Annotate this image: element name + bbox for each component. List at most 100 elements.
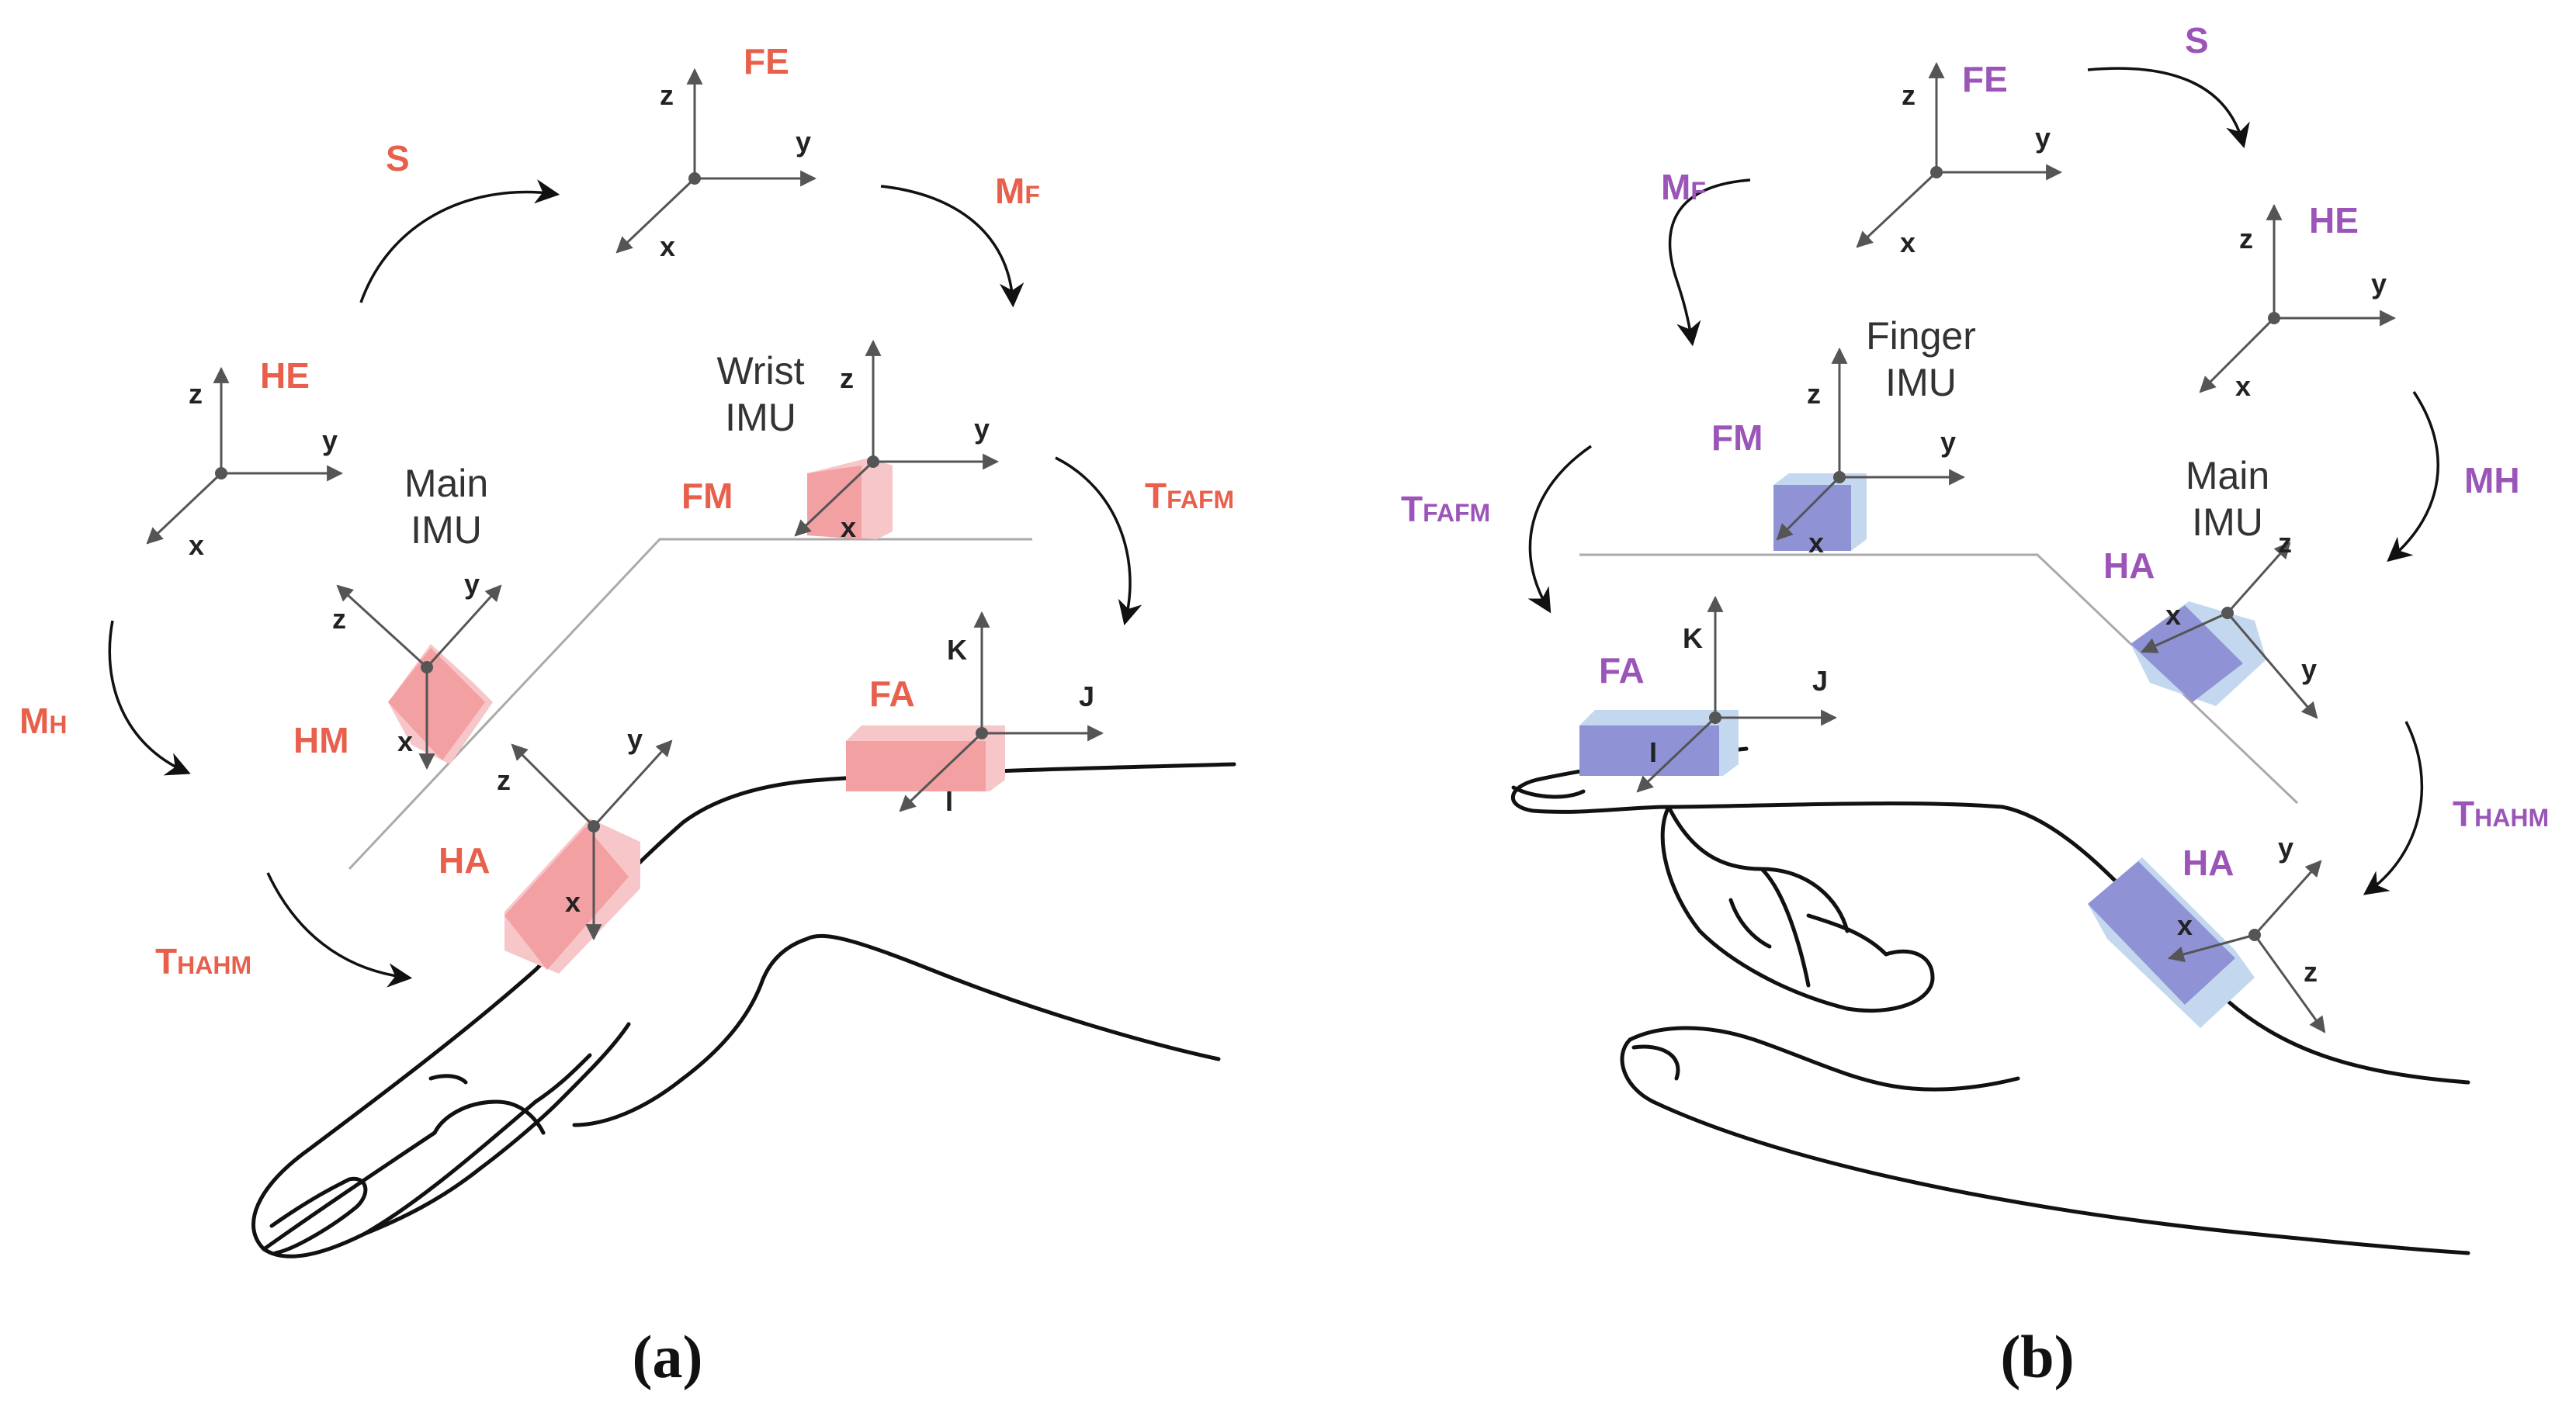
ha-bottom-b-axis-z: z [2304,956,2318,988]
thahm-b-main: T [2453,794,2474,834]
fa-frame-a: K J I FA [846,611,1104,817]
transform-mf-a: MF [995,171,1040,211]
fa-a-label: FA [869,673,915,714]
arrow-mh-b [2387,391,2439,563]
fe-b-label: FE [1962,59,2008,99]
he-b-axis-y: y [2371,268,2387,299]
fm-a-axis-y: y [974,413,990,445]
he-a-label: HE [260,355,310,396]
ha-a-axis-y: y [627,723,643,755]
frame-he-b: z y x HE [2199,200,2397,402]
transform-thahm-b: THAHM [2453,794,2549,834]
hm-a-axis-y: y [464,568,480,600]
arrow-tfafm-a [1055,456,1142,626]
fa-b-axis-k: K [1683,622,1703,654]
panel-a: z y x HE z y x FE z y x Wrist [19,41,1236,1390]
main-imu-a: Main IMU z y x HM [293,462,502,770]
thahm-a-sub: HAHM [177,951,251,979]
finger-imu-label-2: IMU [1885,361,1957,404]
fm-b-axis-z: z [1807,378,1821,410]
he-b-axis-z: z [2239,223,2253,254]
ha-bottom-b-axis-x: x [2177,909,2193,941]
fa-a-axis-k: K [947,634,967,666]
ha-bottom-b-axis-y: y [2278,832,2293,864]
main-imu-a-label-1: Main [404,462,488,505]
fa-frame-b: K J I FA [1579,595,1838,793]
frame-fe-a: z y x FE [615,41,817,262]
he-a-axis-x: x [189,529,204,561]
fe-b-axis-y: y [2035,122,2051,154]
panel-b: z y x FE z y x HE Finger IMU z y [1401,20,2549,1390]
finger-imu-b: Finger IMU z y x FM [1711,314,1976,559]
fa-b-axis-j: J [1812,665,1828,697]
main-imu-b-label-2: IMU [2192,500,2263,544]
wrist-imu-a: z y x Wrist IMU FM [681,339,1000,543]
ha-bottom-b-label: HA [2182,843,2234,883]
he-b-label: HE [2309,200,2359,241]
hm-a-axis-z: z [332,603,346,635]
ha-top-b-axis-x: x [2165,599,2181,631]
fe-a-label: FE [744,41,789,81]
he-a-axis-y: y [322,424,338,456]
mf-a-main: M [995,171,1025,211]
caption-b: (b) [2000,1323,2074,1390]
transform-s-a: S [386,138,410,178]
arrow-mh-a [108,620,191,776]
tfafm-b-sub: FAFM [1423,499,1490,527]
tfafm-a-sub: FAFM [1167,486,1234,514]
tfafm-a-main: T [1145,476,1167,516]
ha-top-b-label: HA [2103,545,2155,586]
ha-a-axis-x: x [565,886,581,918]
hm-a-label: HM [293,720,349,760]
wrist-imu-label-1: Wrist [717,349,805,393]
arrow-tfafm-b [1527,445,1592,614]
main-imu-a-label-2: IMU [411,508,482,552]
reference-plane-b [1579,553,2299,805]
ha-top-b-axis-z: z [2278,527,2292,559]
main-imu-b-label-1: Main [2186,454,2269,497]
ha-frame-a: z y x HA [439,723,673,974]
mf-b-main: M [1661,167,1690,207]
transform-tfafm-b: TFAFM [1401,489,1490,529]
fe-a-axis-y: y [796,126,811,158]
fe-b-axis-z: z [1902,79,1916,111]
transform-tfafm-a: TFAFM [1145,476,1234,516]
arrow-s-a [359,179,560,303]
ha-top-b-axis-y: y [2301,653,2317,685]
transform-s-b: S [2185,20,2209,61]
hand-outline-b [1510,746,2470,1255]
arrow-s-b [2087,67,2250,149]
transform-mh-a: MH [19,701,67,741]
fa-b-label: FA [1599,650,1645,691]
arrow-thahm-a [266,872,413,988]
fe-a-axis-x: x [660,230,675,262]
fe-a-axis-z: z [660,79,674,111]
fm-b-axis-y: y [1940,426,1956,458]
ha-a-label: HA [439,840,490,881]
fm-a-axis-x: x [841,511,856,543]
tfafm-b-main: T [1401,489,1423,529]
fm-a-axis-z: z [840,362,854,394]
ha-a-axis-z: z [497,764,511,796]
thahm-a-main: T [155,941,177,981]
fe-b-axis-x: x [1900,227,1916,258]
fa-a-axis-i: I [945,785,953,817]
fa-a-axis-j: J [1079,680,1094,712]
hm-a-axis-x: x [397,725,413,757]
arrow-mf-a [880,185,1025,308]
he-b-axis-x: x [2235,370,2251,402]
transform-mf-b: MF [1661,167,1706,207]
fm-a-label: FM [681,476,733,516]
arrow-thahm-b [2363,721,2424,895]
main-imu-b: Main IMU z y x HA [2103,454,2318,719]
transform-mh-b: MH [2464,460,2520,500]
mh-a-sub: H [49,711,67,739]
finger-imu-label-1: Finger [1866,314,1976,358]
fa-b-axis-i: I [1649,736,1657,768]
hand-outline-a [251,762,1236,1258]
frame-fe-b: z y x FE [1856,59,2063,258]
mh-a-main: M [19,701,49,741]
caption-a: (a) [633,1323,703,1390]
he-a-axis-z: z [189,378,203,410]
